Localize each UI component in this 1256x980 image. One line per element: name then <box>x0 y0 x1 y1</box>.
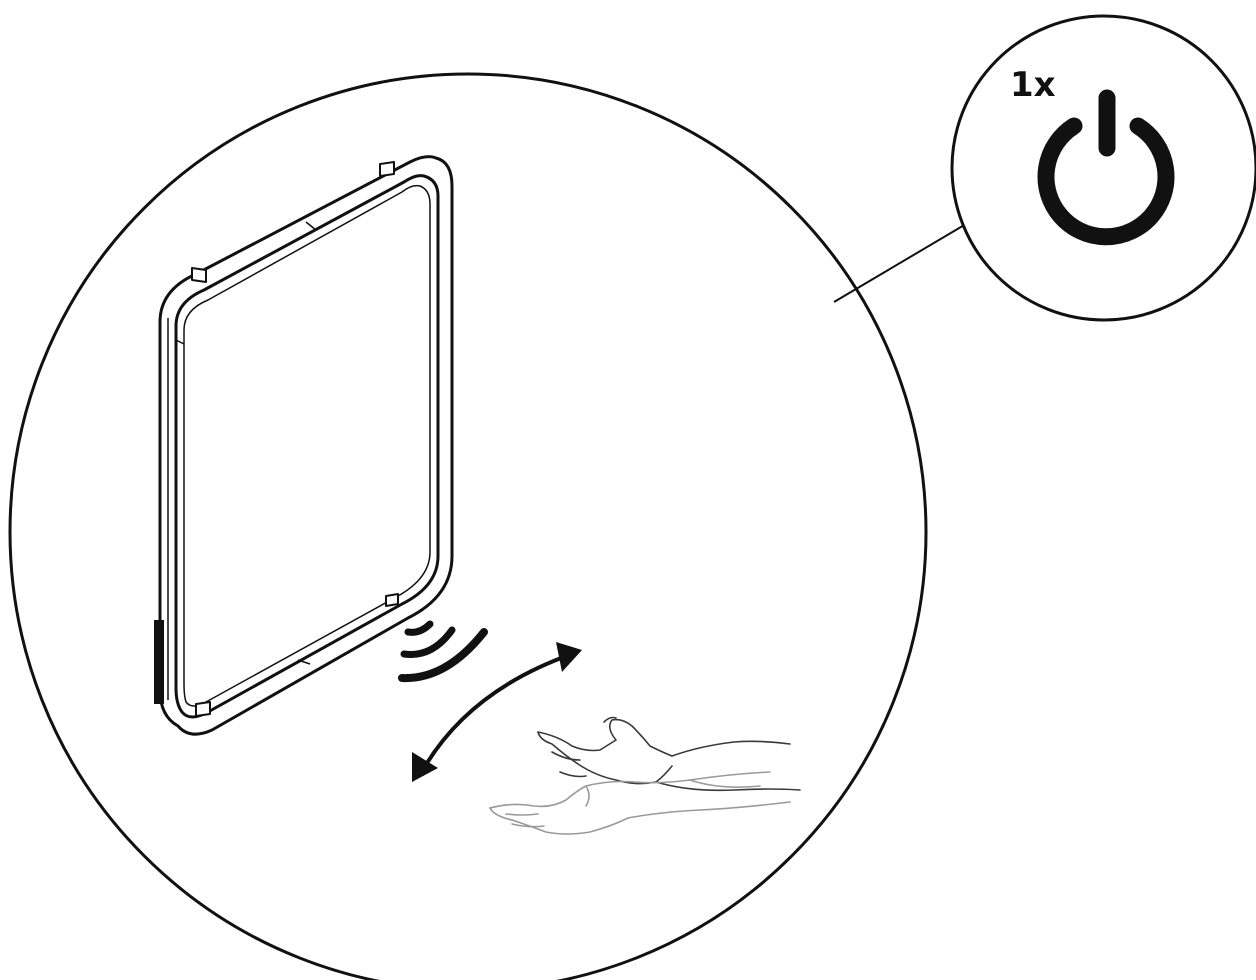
power-icon <box>1037 89 1175 246</box>
double-arrow-icon <box>412 642 582 782</box>
press-count-label: 1x <box>1010 65 1056 105</box>
hand-wave-icon <box>489 716 801 835</box>
mirror-frame <box>154 155 454 736</box>
detail-circle <box>8 72 928 980</box>
sensor-waves-icon <box>398 620 488 683</box>
callout-leader-line <box>833 223 967 303</box>
callout-circle <box>950 14 1256 322</box>
